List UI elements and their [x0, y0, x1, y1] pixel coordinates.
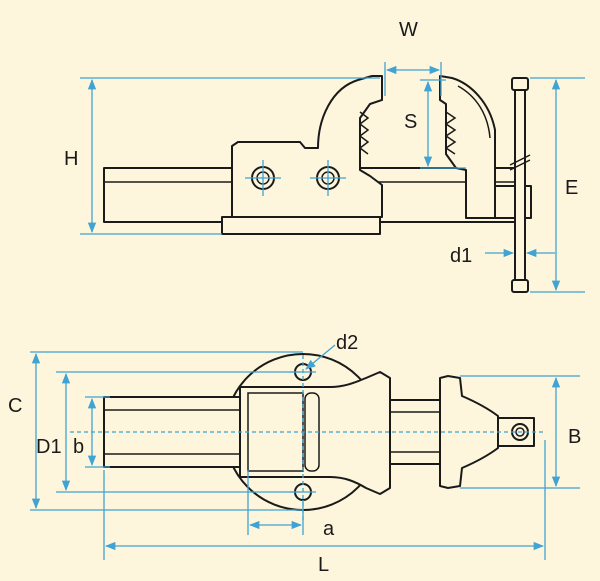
label-a: a	[323, 518, 335, 540]
label-W: W	[399, 19, 418, 41]
movable-jaw	[439, 75, 496, 219]
side-view	[80, 62, 585, 293]
label-d1: d1	[450, 245, 473, 267]
label-B: B	[568, 426, 582, 448]
label-L: L	[318, 554, 330, 576]
label-C: C	[8, 395, 23, 417]
top-view	[30, 344, 580, 560]
bolt-left	[245, 160, 281, 196]
handle-bar	[509, 77, 531, 293]
dim-d2-leader	[305, 344, 336, 370]
base-plate	[221, 216, 381, 235]
label-b: b	[73, 436, 85, 458]
label-H: H	[64, 148, 79, 170]
body-top	[239, 371, 391, 495]
bolt-right	[310, 160, 346, 196]
label-d2: d2	[336, 332, 359, 354]
fixed-jaw-body	[231, 75, 383, 218]
label-E: E	[565, 177, 579, 199]
label-D1: D1	[36, 436, 62, 458]
label-S: S	[404, 111, 418, 133]
